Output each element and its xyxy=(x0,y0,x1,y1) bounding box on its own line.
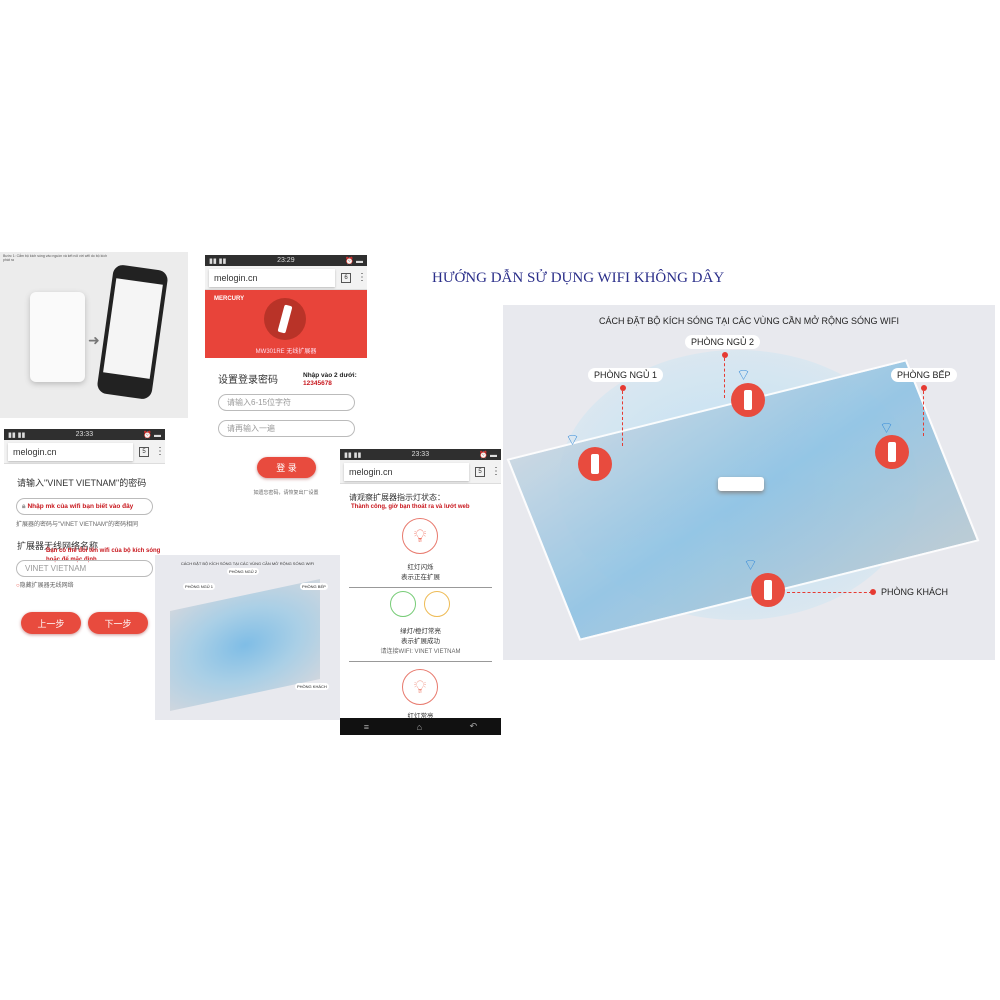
lock-icon: 🔒︎ xyxy=(22,502,26,510)
room-label-kitchen: PHÒNG BẾP xyxy=(891,368,957,382)
pin xyxy=(722,352,728,358)
extender-device xyxy=(30,292,85,382)
extender-icon xyxy=(578,447,612,481)
password-note: 扩展器的密码与"VINET VIETNAM"的密码相同 xyxy=(16,522,139,528)
status-desc: 表示正在扩展 xyxy=(401,574,440,581)
room-label-bedroom-1: PHÒNG NGỦ 1 xyxy=(588,368,664,382)
wifi-icon: ⌔ xyxy=(565,432,581,449)
tab-count[interactable]: 5 xyxy=(139,446,149,457)
heading: 请观察扩展器指示灯状态： xyxy=(349,493,445,502)
red-bulb-icon: 💡︎ xyxy=(402,518,438,554)
phone-screen-login: ▮▮ ▮▮23:29⏰ ▬ melogin.cn 6 ⋮ MERCURY MW301… xyxy=(205,255,367,500)
home-icon[interactable]: ⌂ xyxy=(416,721,423,732)
brand-logo: MERCURY xyxy=(214,296,245,302)
product-name: MW301RE 无线扩展器 xyxy=(255,349,317,355)
room-label-living-room: PHÒNG KHÁCH xyxy=(881,587,949,597)
floorplan xyxy=(170,579,320,711)
ssid-input[interactable]: VINET VIETNAM xyxy=(16,560,153,577)
orange-bulb-icon xyxy=(424,591,450,617)
page-title: HƯỚNG DẪN SỬ DỤNG WIFI KHÔNG DÂY xyxy=(432,270,725,286)
url-bar[interactable]: melogin.cn xyxy=(344,462,469,481)
annotation-value: 12345678 xyxy=(303,380,332,387)
success-note: Thành công, giờ bạn thoát ra và lướt web xyxy=(351,504,470,510)
status-desc: 表示扩展成功 xyxy=(401,638,440,645)
confirm-password-input[interactable]: 请再输入一遍 xyxy=(218,420,355,437)
login-button[interactable]: 登 录 xyxy=(257,457,316,478)
heading: 设置登录密码 xyxy=(218,375,278,386)
arrow-icon: ➜ xyxy=(88,332,100,348)
prev-button[interactable]: 上一步 xyxy=(21,612,81,634)
phone-screen-extend: ▮▮ ▮▮23:33⏰ ▬ melogin.cn 5 ⋮ 请输入"VINET VIE… xyxy=(4,429,165,644)
room-label: PHÒNG BẾP xyxy=(300,583,328,590)
tab-count[interactable]: 6 xyxy=(341,272,351,283)
annotation-label: Nhập vào 2 dưới: xyxy=(303,372,357,379)
pin xyxy=(870,589,876,595)
menu-nav-icon[interactable]: ≡ xyxy=(363,721,370,732)
status-title: 绿灯/橙灯常亮 xyxy=(400,628,441,635)
wifi-icon: ⌔ xyxy=(736,367,752,384)
divider xyxy=(349,587,492,588)
menu-icon[interactable]: ⋮ xyxy=(491,466,501,477)
pin-line xyxy=(787,592,872,593)
status-title: 红灯常亮 xyxy=(407,713,434,720)
status-bar: ▮▮ ▮▮23:33⏰ ▬ xyxy=(4,429,165,440)
room-label-bedroom-2: PHÒNG NGỦ 2 xyxy=(685,335,761,349)
heading: 请输入"VINET VIETNAM"的密码 xyxy=(17,478,147,488)
menu-icon[interactable]: ⋮ xyxy=(357,272,367,283)
pin xyxy=(620,385,626,391)
status-title: 红灯闪烁 xyxy=(407,564,434,571)
phone-device xyxy=(96,263,169,401)
green-bulb-icon xyxy=(390,591,416,617)
extender-icon xyxy=(875,435,909,469)
wifi-icon: ⌔ xyxy=(743,557,759,574)
pin xyxy=(921,385,927,391)
pin-line xyxy=(622,391,623,446)
product-photo: Bước 1: Cắm bộ kích sóng vào nguồn và kế… xyxy=(0,252,188,418)
tab-count[interactable]: 5 xyxy=(475,466,485,477)
pin-line xyxy=(923,391,924,436)
menu-icon[interactable]: ⋮ xyxy=(155,446,165,457)
forgot-note: 如遗忘密码，请恢复出厂设置 xyxy=(253,490,319,496)
photo-caption: Bước 1: Cắm bộ kích sóng vào nguồn và kế… xyxy=(3,254,108,262)
divider xyxy=(349,661,492,662)
password-input[interactable]: 请输入6-15位字符 xyxy=(218,394,355,411)
wifi-password-input[interactable]: 🔒︎Nhập mk của wifi bạn biết vào đây xyxy=(16,498,153,515)
pin-line xyxy=(724,358,725,398)
nav-bar: ≡ ⌂ ↶ xyxy=(340,718,501,735)
banner: MERCURY MW301RE 无线扩展器 xyxy=(205,290,367,358)
room-label: PHÒNG NGỦ 1 xyxy=(183,583,216,590)
name-heading: 扩展器无线网络名称 xyxy=(17,541,99,551)
connect-note: 请连接WIFI: VINET VIETNAM xyxy=(380,649,461,655)
red-bulb-icon: 💡︎ xyxy=(402,669,438,705)
extender-icon xyxy=(731,383,765,417)
status-bar: ▮▮ ▮▮23:33⏰ ▬ xyxy=(340,449,501,460)
status-bar: ▮▮ ▮▮23:29⏰ ▬ xyxy=(205,255,367,266)
extender-icon xyxy=(751,573,785,607)
diagram-title: CÁCH ĐẶT BỘ KÍCH SÓNG TẠI CÁC VÙNG CẦN M… xyxy=(180,561,315,566)
diagram-title: CÁCH ĐẶT BỘ KÍCH SÓNG TẠI CÁC VÙNG CẦN M… xyxy=(599,316,899,326)
hide-network-checkbox[interactable]: ○隐藏扩展器无线网络 xyxy=(16,583,74,589)
wifi-icon: ⌔ xyxy=(879,420,895,437)
url-bar[interactable]: melogin.cn xyxy=(209,268,335,287)
next-button[interactable]: 下一步 xyxy=(88,612,148,634)
device-circle xyxy=(264,298,306,340)
router xyxy=(718,477,764,491)
room-label: PHÒNG NGỦ 2 xyxy=(227,568,260,575)
url-bar[interactable]: melogin.cn xyxy=(8,442,133,461)
room-label: PHÒNG KHÁCH xyxy=(295,683,329,690)
placement-diagram-small: CÁCH ĐẶT BỘ KÍCH SÓNG TẠI CÁC VÙNG CẦN M… xyxy=(155,555,340,720)
placement-diagram: CÁCH ĐẶT BỘ KÍCH SÓNG TẠI CÁC VÙNG CẦN M… xyxy=(503,305,995,660)
back-icon[interactable]: ↶ xyxy=(469,721,478,731)
